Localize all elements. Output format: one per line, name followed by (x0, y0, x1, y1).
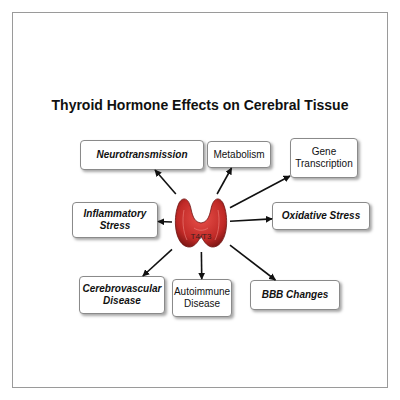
effect-arrow (143, 249, 172, 276)
effect-label: Neurotransmission (96, 149, 187, 161)
hormone-label: T4/T3 (172, 232, 230, 242)
effect-box: Autoimmune Disease (172, 279, 232, 317)
effect-arrow (230, 219, 272, 221)
effect-arrow (230, 245, 275, 280)
thyroid-shape (172, 194, 230, 252)
effect-box: Neurotransmission (80, 140, 204, 170)
effect-arrow (155, 170, 176, 194)
effect-box: BBB Changes (250, 280, 340, 310)
effect-arrow (217, 168, 231, 194)
effect-arrow (230, 176, 290, 208)
effect-label: Metabolism (213, 149, 264, 161)
thyroid-gland: T4/T3 (172, 194, 230, 252)
effect-box: Oxidative Stress (272, 202, 370, 230)
effect-box: Inflammatory Stress (72, 202, 158, 238)
effect-box: Metabolism (207, 141, 271, 168)
effect-label: Inflammatory Stress (75, 208, 155, 232)
effect-label: Cerebrovascular Disease (82, 283, 162, 307)
effect-label: Autoimmune Disease (174, 286, 230, 310)
effect-label: BBB Changes (262, 289, 329, 301)
effect-arrow (201, 252, 203, 279)
effect-label: Oxidative Stress (282, 210, 360, 222)
diagram-title: Thyroid Hormone Effects on Cerebral Tiss… (0, 97, 400, 113)
effect-label: Gene Transcription (293, 146, 355, 170)
effect-box: Gene Transcription (290, 138, 358, 178)
effect-arrow (158, 221, 172, 223)
effect-box: Cerebrovascular Disease (79, 276, 165, 314)
